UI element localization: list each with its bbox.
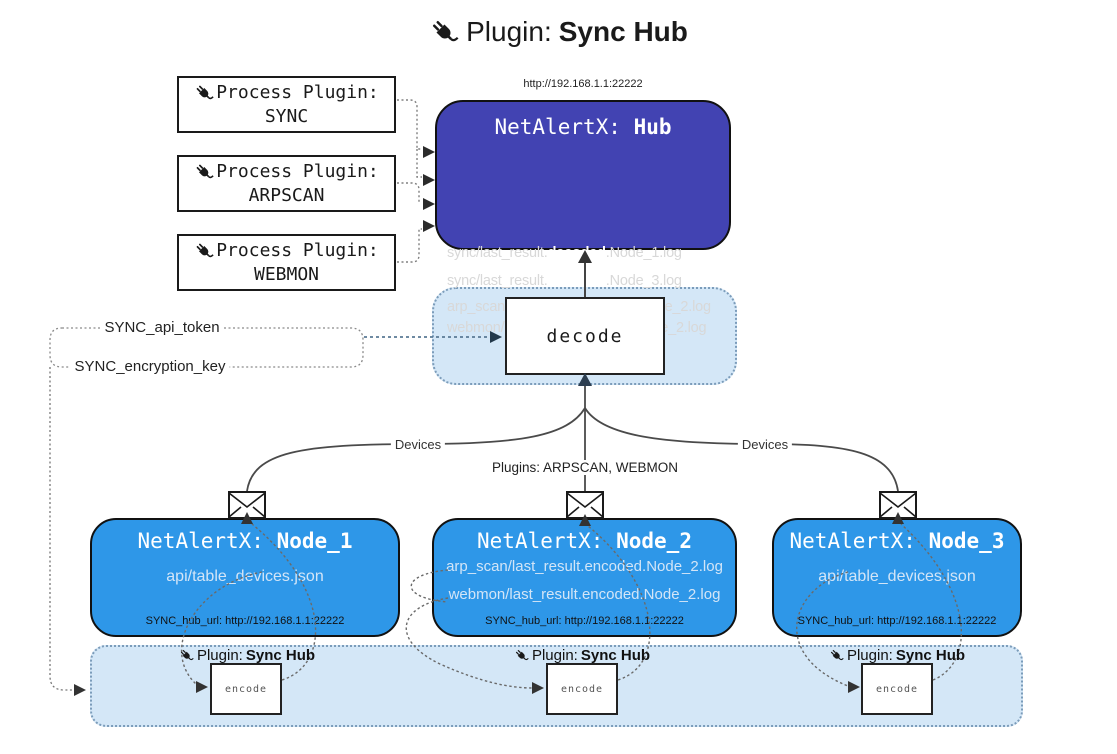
- strip-plugin-name: Sync Hub: [580, 647, 651, 664]
- node-title-name: Node_2: [616, 529, 692, 553]
- log-em: decoded: [547, 273, 606, 289]
- node-title: NetAlertX: Node_3: [774, 529, 1020, 553]
- node-hub-url: SYNC_hub_url: http://192.168.1.1:22222: [145, 615, 345, 627]
- node-file: webmon/last_result.encoded.Node_2.log: [448, 586, 721, 603]
- hub-title: NetAlertX: Hub: [437, 115, 729, 139]
- devices-label-left: Devices: [390, 437, 446, 452]
- node-2-box: NetAlertX: Node_2 arp_scan/last_result.e…: [432, 518, 737, 637]
- log-post: .Node_1.log: [605, 245, 682, 261]
- node-title-name: Node_3: [928, 529, 1005, 553]
- hub-title-label: NetAlertX:: [494, 115, 621, 139]
- hub-title-name: Hub: [633, 115, 672, 139]
- strip-plugin-name: Sync Hub: [245, 647, 316, 664]
- plug-icon: [515, 649, 529, 661]
- node-title-label: NetAlertX:: [137, 529, 264, 553]
- node-1-box: NetAlertX: Node_1 api/table_devices.json…: [90, 518, 400, 637]
- log-post: .Node_3.log: [605, 273, 682, 289]
- decode-box: decode: [505, 297, 665, 375]
- process-to-hub-connectors: [397, 99, 422, 263]
- plug-icon: [196, 164, 214, 178]
- hub-url: http://192.168.1.1:22222: [523, 78, 643, 90]
- sync-api-token-label: SYNC_api_token: [100, 319, 224, 336]
- hub-log-line: sync/last_result.decoded.Node_1.log: [447, 245, 682, 261]
- process-plugin-name: SYNC: [264, 105, 309, 127]
- strip-plugin-label-text: Plugin:: [196, 647, 243, 664]
- process-plugin-name: ARPSCAN: [248, 184, 325, 206]
- page-title: Plugin: Sync Hub: [24, 16, 1093, 48]
- strip-plugin-name: Sync Hub: [895, 647, 966, 664]
- key-to-strip-arrowhead: [74, 684, 86, 696]
- envelope-icon: [566, 491, 604, 519]
- process-plugin-name: WEBMON: [253, 263, 320, 285]
- plug-icon: [830, 649, 844, 661]
- process-plugin-sync: Process Plugin: SYNC: [177, 76, 396, 133]
- process-plugin-label: Process Plugin:: [216, 240, 379, 262]
- node-3-box: NetAlertX: Node_3 api/table_devices.json…: [772, 518, 1022, 637]
- node-title: NetAlertX: Node_2: [434, 529, 735, 553]
- process-plugin-label: Process Plugin:: [216, 161, 379, 183]
- node-hub-url: SYNC_hub_url: http://192.168.1.1:22222: [485, 615, 684, 627]
- plugins-label-center: Plugins: ARPSCAN, WEBMON: [487, 460, 683, 475]
- node-title-label: NetAlertX:: [789, 529, 916, 553]
- process-plugin-arpscan: Process Plugin: ARPSCAN: [177, 155, 396, 212]
- hub-log-line: sync/last_result.decoded.Node_3.log: [447, 273, 682, 289]
- node-title: NetAlertX: Node_1: [92, 529, 398, 553]
- strip-plugin-label-text: Plugin:: [846, 647, 893, 664]
- envelope-icon: [228, 491, 266, 519]
- plug-icon: [433, 20, 459, 42]
- process-plugin-webmon: Process Plugin: WEBMON: [177, 234, 396, 291]
- title-label: Plugin:: [466, 16, 552, 47]
- hub-box: NetAlertX: Hub sync/last_result.decoded.…: [435, 100, 731, 336]
- node-title-name: Node_1: [276, 529, 353, 553]
- encode-box: encode: [861, 663, 933, 715]
- encode-box: encode: [210, 663, 282, 715]
- encode-box: encode: [546, 663, 618, 715]
- node-file: arp_scan/last_result.encoded.Node_2.log: [446, 558, 723, 575]
- title-name: Sync Hub: [558, 16, 688, 47]
- plug-icon: [196, 243, 214, 257]
- process-plugin-label: Process Plugin:: [216, 82, 379, 104]
- node-file: api/table_devices.json: [818, 568, 976, 585]
- node-file: api/table_devices.json: [166, 568, 324, 585]
- plug-icon: [180, 649, 194, 661]
- strip-plugin-label: Plugin: Sync Hub: [179, 647, 315, 664]
- node-title-label: NetAlertX:: [477, 529, 604, 553]
- log-pre: sync/last_result.: [447, 273, 548, 289]
- plug-icon: [196, 85, 214, 99]
- devices-label-right: Devices: [737, 437, 793, 452]
- node-hub-url: SYNC_hub_url: http://192.168.1.1:22222: [797, 615, 997, 627]
- envelope-icon: [879, 491, 917, 519]
- strip-plugin-label: Plugin: Sync Hub: [829, 647, 965, 664]
- hub-line-arrowheads: [423, 146, 435, 232]
- sync-encryption-key-label: SYNC_encryption_key: [70, 358, 230, 375]
- strip-plugin-label-text: Plugin:: [531, 647, 578, 664]
- strip-plugin-label: Plugin: Sync Hub: [514, 647, 650, 664]
- log-em: decoded: [547, 245, 606, 261]
- nodes-to-decode-curves: [246, 385, 899, 492]
- log-pre: sync/last_result.: [447, 245, 548, 261]
